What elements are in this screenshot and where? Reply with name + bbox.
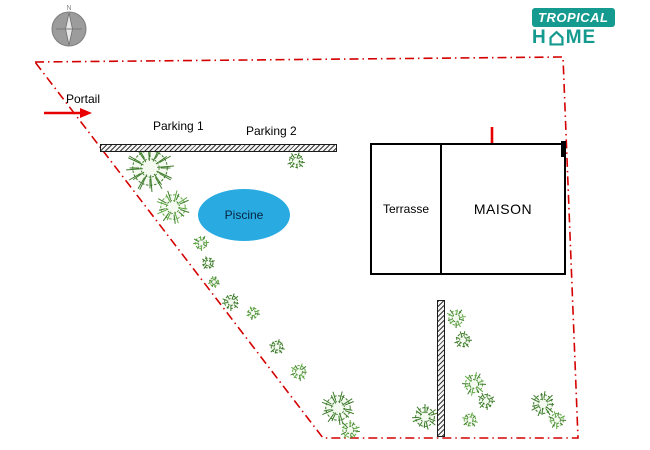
logo-tropical-home: TROPICAL H ME [532, 8, 628, 48]
logo-home-prefix: H [532, 27, 547, 48]
terrasse-label: Terrasse [382, 202, 429, 216]
pool: Piscine [198, 189, 290, 241]
vegetation-icons [126, 144, 567, 439]
logo-tropical-text: TROPICAL [532, 8, 616, 27]
parking1-label: Parking 1 [153, 119, 204, 133]
logo-home-suffix: ME [565, 27, 597, 48]
property-boundary [33, 56, 579, 439]
portal-arrow-icon [44, 108, 92, 118]
parking2-label: Parking 2 [246, 124, 297, 138]
house-icon [549, 30, 564, 46]
house-corner-mark [561, 141, 566, 157]
compass-icon: N [51, 5, 87, 47]
piscine-label: Piscine [224, 208, 264, 222]
garden-wall [437, 300, 445, 437]
house-block: Terrasse MAISON [370, 143, 566, 275]
compass-north-label: N [66, 5, 71, 12]
maison-room: MAISON [442, 145, 564, 273]
logo-home-text: H ME [532, 28, 628, 48]
portail-label: Portail [66, 92, 101, 106]
maison-label: MAISON [473, 201, 533, 217]
terrasse-room: Terrasse [372, 145, 442, 273]
parking-wall [100, 144, 337, 152]
